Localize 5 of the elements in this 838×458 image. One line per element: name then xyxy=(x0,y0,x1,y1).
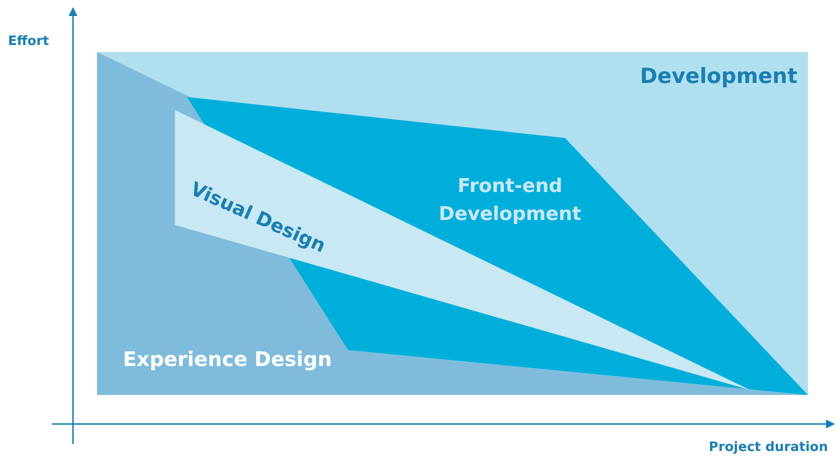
area-label: Experience Design xyxy=(123,347,332,371)
axis-title: Project duration xyxy=(708,440,828,455)
axis-title: Effort xyxy=(8,34,49,49)
area-label: Front-end Development xyxy=(438,174,582,227)
area-label: Development xyxy=(640,64,798,88)
